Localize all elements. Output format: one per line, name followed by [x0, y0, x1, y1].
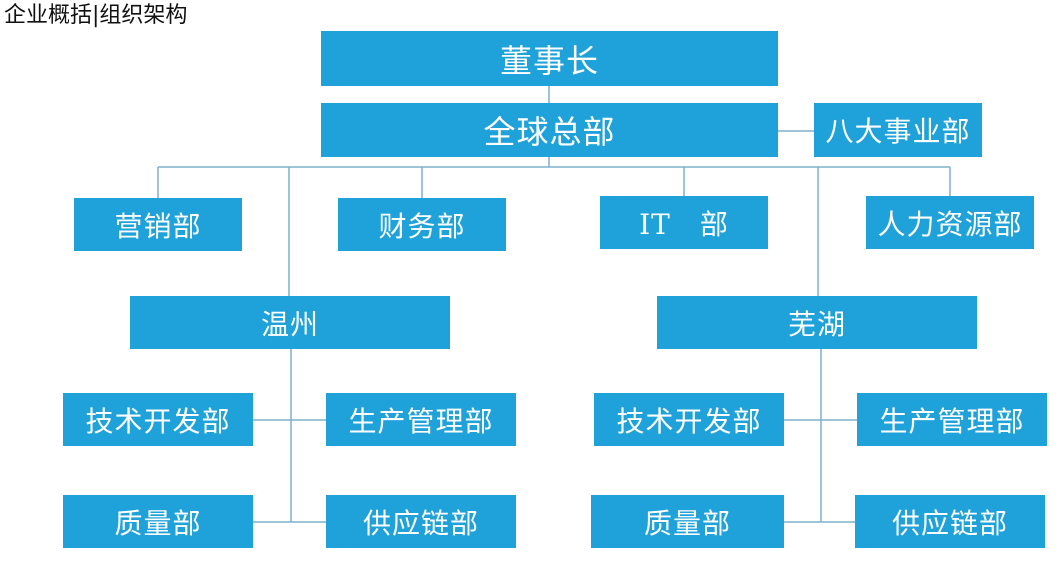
- hr-dept-box: 人力资源部: [866, 196, 1034, 249]
- wenzhou-quality-box: 质量部: [63, 495, 253, 548]
- global-hq-box: 全球总部: [321, 103, 778, 157]
- wuhu-branch-box: 芜湖: [657, 296, 977, 349]
- wuhu-tech-dev-box: 技术开发部: [594, 393, 784, 446]
- wenzhou-supply-chain-box: 供应链部: [326, 495, 516, 548]
- wenzhou-production-box: 生产管理部: [326, 393, 516, 446]
- marketing-dept-box: 营销部: [74, 198, 242, 251]
- finance-dept-box: 财务部: [338, 198, 506, 251]
- page-title: 企业概括|组织架构: [4, 3, 188, 28]
- wuhu-supply-chain-box: 供应链部: [855, 495, 1045, 548]
- chairman-box: 董事长: [321, 31, 778, 86]
- wenzhou-branch-box: 温州: [130, 296, 450, 349]
- wenzhou-tech-dev-box: 技术开发部: [63, 393, 253, 446]
- wuhu-quality-box: 质量部: [591, 495, 784, 548]
- it-dept-box: IT 部: [600, 196, 768, 249]
- eight-divisions-box: 八大事业部: [814, 103, 982, 157]
- wuhu-production-box: 生产管理部: [857, 393, 1047, 446]
